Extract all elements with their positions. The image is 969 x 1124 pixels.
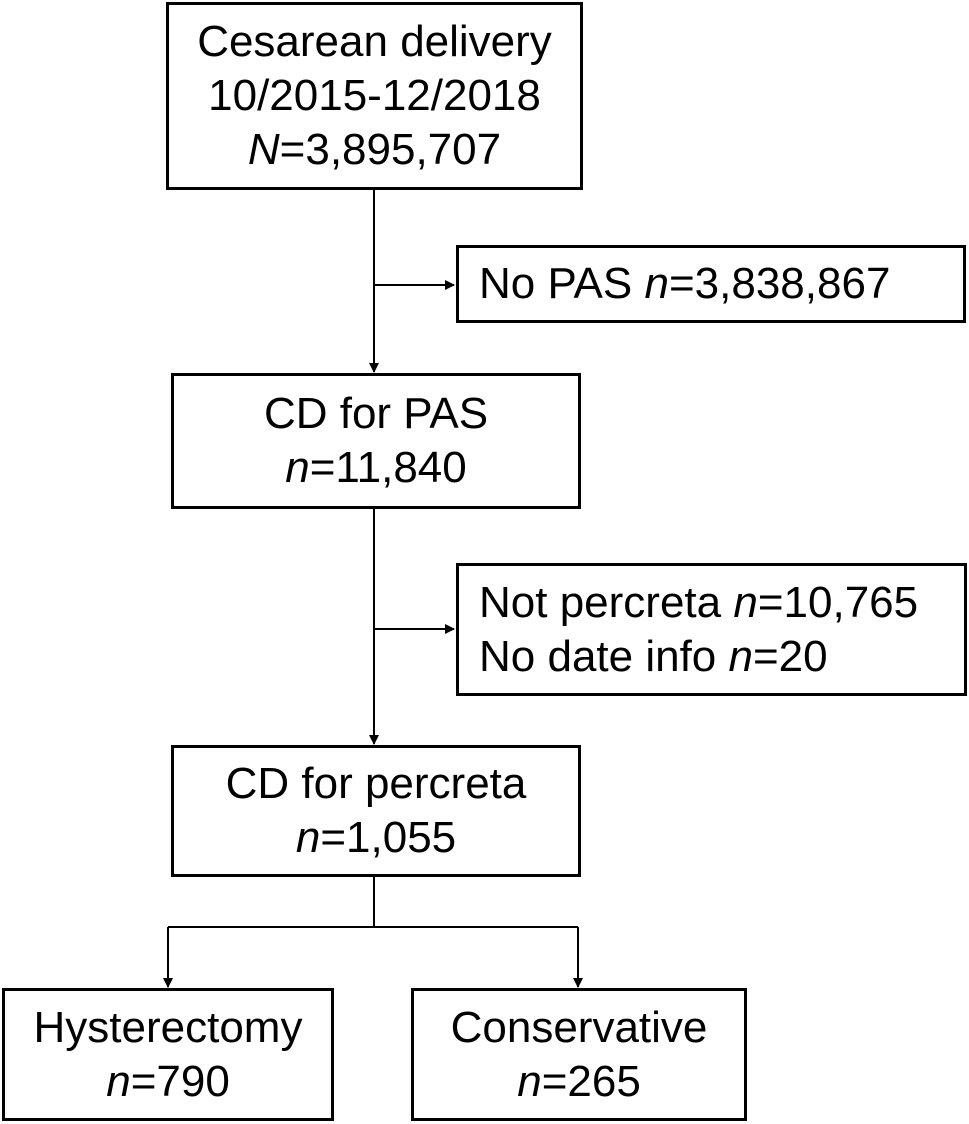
count-value: =10,765 bbox=[757, 577, 919, 627]
node-title: Conservative bbox=[450, 1002, 708, 1052]
count-variable: n bbox=[517, 1056, 542, 1106]
node-conservative: Conservative n=265 bbox=[411, 988, 747, 1121]
count-value: =1,055 bbox=[320, 813, 457, 862]
count-value: =20 bbox=[752, 631, 828, 681]
node-title: CD for percreta bbox=[225, 759, 527, 809]
node-count: N=3,895,707 bbox=[248, 123, 501, 177]
node-title: Cesarean delivery bbox=[197, 17, 552, 67]
count-variable: n bbox=[644, 259, 669, 309]
count-value: =3,895,707 bbox=[279, 124, 502, 174]
excluded-not-percreta: Not percreta n=10,765 bbox=[479, 576, 918, 630]
node-title: CD for PAS bbox=[263, 389, 489, 439]
count-variable: n bbox=[295, 813, 321, 862]
node-cesarean-delivery: Cesarean delivery 10/2015-12/2018 N=3,89… bbox=[166, 2, 583, 190]
node-hysterectomy: Hysterectomy n=790 bbox=[2, 988, 334, 1121]
count-value: =11,840 bbox=[309, 443, 467, 492]
node-cd-for-percreta: CD for percreta n=1,055 bbox=[171, 745, 581, 877]
count-value: =265 bbox=[541, 1056, 641, 1106]
node-excluded: Not percreta n=10,765 No date info n=20 bbox=[456, 563, 967, 696]
count-value: =790 bbox=[130, 1056, 230, 1106]
node-count: n=790 bbox=[106, 1055, 230, 1109]
count-variable: N bbox=[247, 124, 280, 174]
node-label: Not percreta bbox=[479, 577, 734, 627]
node-count: n=265 bbox=[517, 1055, 641, 1109]
count-variable: n bbox=[733, 577, 758, 627]
count-variable: n bbox=[728, 631, 753, 681]
node-count: n=11,840 bbox=[285, 441, 467, 495]
node-cd-for-pas: CD for PAS n=11,840 bbox=[171, 373, 581, 509]
count-value: =3,838,867 bbox=[668, 259, 891, 309]
node-label-line: No PAS n=3,838,867 bbox=[479, 257, 890, 311]
node-label: No PAS bbox=[479, 259, 645, 309]
node-count: n=1,055 bbox=[296, 811, 456, 865]
node-title: Hysterectomy bbox=[33, 1002, 303, 1052]
count-variable: n bbox=[106, 1056, 131, 1106]
count-variable: n bbox=[285, 443, 310, 492]
node-label: No date info bbox=[479, 631, 729, 681]
node-date-range: 10/2015-12/2018 bbox=[208, 71, 541, 121]
excluded-no-date-info: No date info n=20 bbox=[479, 630, 828, 684]
node-no-pas: No PAS n=3,838,867 bbox=[456, 245, 966, 323]
